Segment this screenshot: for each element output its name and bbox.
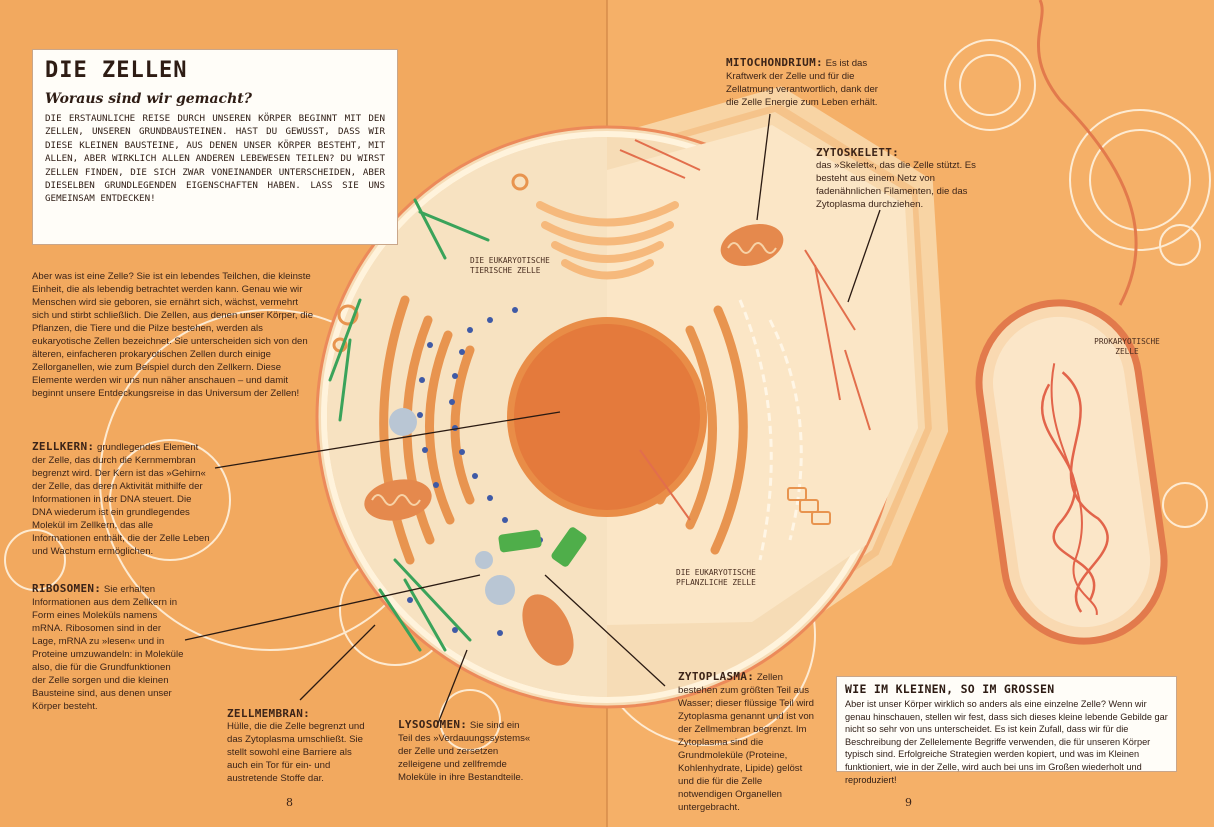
lysosomen-heading: LYSOSOMEN: <box>398 718 468 731</box>
plant-cell-label: DIE EUKARYOTISCHE PFLANZLICHE ZELLE <box>676 568 756 587</box>
zellkern-description: ZELLKERN: grundlegendes Element der Zell… <box>32 440 210 557</box>
prokaryotic-cell-label: PROKARYOTISCHE ZELLE <box>1094 337 1160 356</box>
zellmembran-heading: ZELLMEMBRAN: <box>227 707 311 720</box>
page-title: DIE ZELLEN <box>45 58 188 83</box>
zytoskelett-heading: ZYTOSKELETT: <box>816 146 900 159</box>
green-organelles <box>498 527 587 567</box>
golgi-apparatus <box>536 201 679 280</box>
vesicles <box>332 173 529 605</box>
ribosome-dots <box>407 307 563 636</box>
page-number-right: 9 <box>905 796 912 809</box>
mitochondria <box>364 223 784 666</box>
pointer-lines <box>184 113 881 727</box>
summary-box: WIE IM KLEINEN, SO IM GROSSEN Aber ist u… <box>836 676 1177 785</box>
mitochondrium-description: MITOCHONDRIUM: Es ist das Kraftwerk der … <box>726 56 878 108</box>
lysosomen-description: LYSOSOMEN: Sie sind ein Teil des »Verdau… <box>398 718 531 783</box>
zellmembran-description: ZELLMEMBRAN:Hülle, die die Zelle begrenz… <box>227 707 375 785</box>
animal-cell-label: DIE EUKARYOTISCHE TIERISCHE ZELLE <box>470 256 550 275</box>
zytoplasma-heading: ZYTOPLASMA: <box>678 670 755 683</box>
zytoplasma-description: ZYTOPLASMA: Zellen bestehen zum größten … <box>678 670 814 813</box>
page-subtitle: Woraus sind wir gemacht? <box>45 91 252 107</box>
microtubules <box>738 299 803 561</box>
page-number-left: 8 <box>286 796 293 809</box>
summary-heading: WIE IM KLEINEN, SO IM GROSSEN <box>845 682 1055 696</box>
zellkern-heading: ZELLKERN: <box>32 440 95 453</box>
intro-paragraph: Aber was ist eine Zelle? Sie ist ein leb… <box>32 271 314 399</box>
summary-text: Aber ist unser Körper wirklich so anders… <box>845 699 1168 785</box>
zytoskelett-description: ZYTOSKELETT:das »Skelett«, das die Zelle… <box>816 146 976 210</box>
ribosomen-description: RIBOSOMEN: Sie erhalten Informationen au… <box>32 582 184 712</box>
ribosomen-heading: RIBOSOMEN: <box>32 582 102 595</box>
cytoskeleton-green <box>328 198 490 652</box>
prokaryotic-cell <box>975 299 1168 645</box>
plant-organelle <box>787 487 831 525</box>
intro-text: DIE ERSTAUNLICHE REISE DURCH UNSEREN KÖR… <box>45 113 385 205</box>
cytoskeleton-red <box>619 139 871 521</box>
intro-box: DIE ZELLEN Woraus sind wir gemacht? DIE … <box>32 49 398 245</box>
mitochondrium-heading: MITOCHONDRIUM: <box>726 56 823 69</box>
flagellum <box>1037 0 1138 306</box>
